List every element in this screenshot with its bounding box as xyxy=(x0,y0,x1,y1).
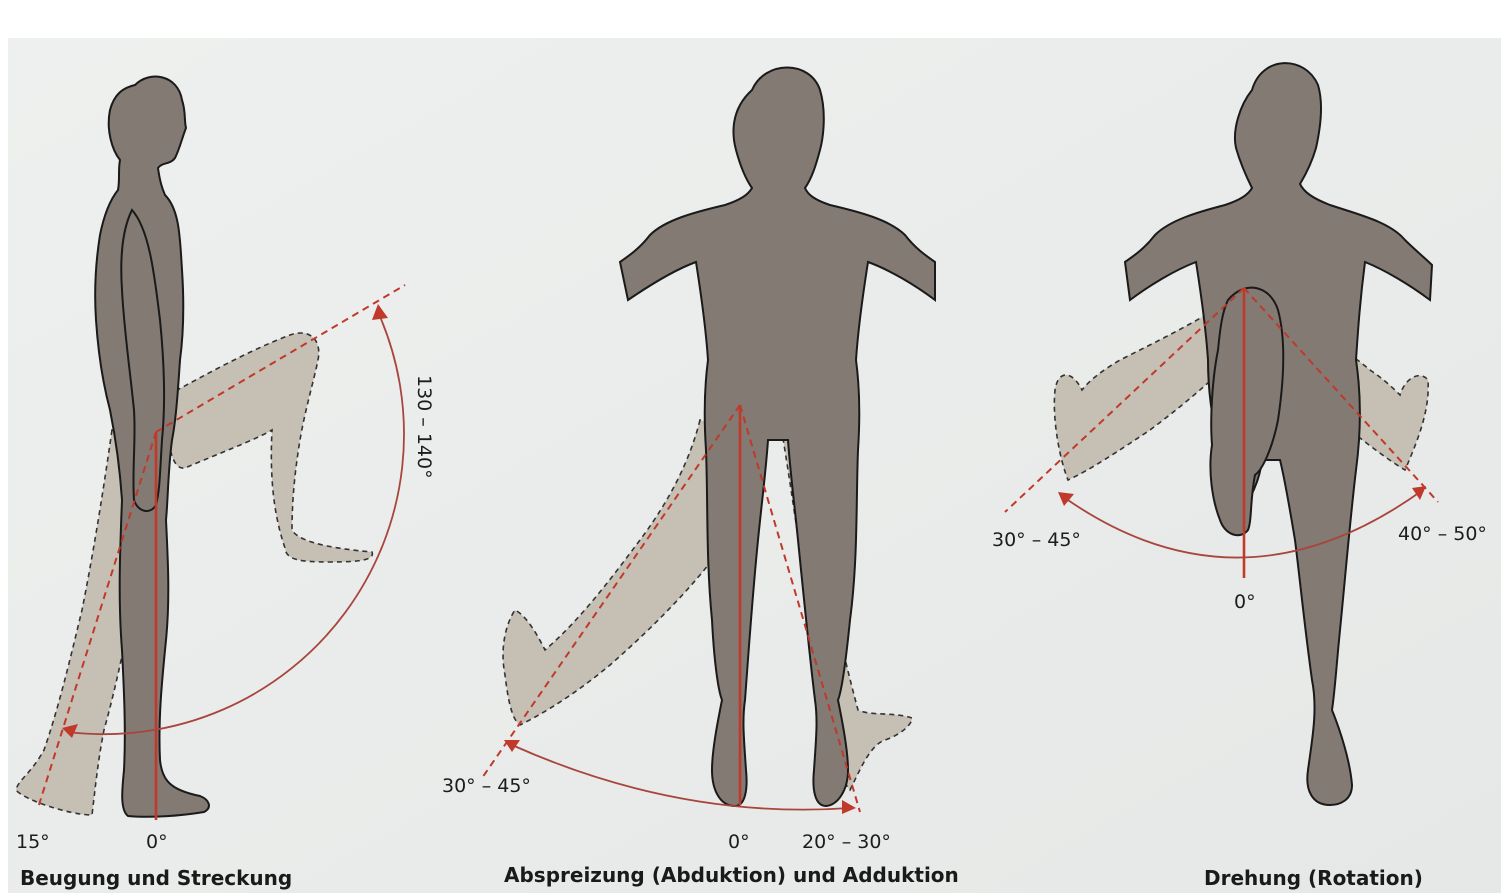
label-abduction: 30° – 45° xyxy=(442,775,531,797)
label-inward: 40° – 50° xyxy=(1398,523,1487,545)
caption: Drehung (Rotation) xyxy=(1204,866,1423,890)
caption: Abspreizung (Abduktion) und Adduktion xyxy=(504,863,959,887)
label-extension: 15° xyxy=(16,831,50,853)
label-neutral: 0° xyxy=(146,831,168,853)
label-adduction: 20° – 30° xyxy=(802,831,891,853)
label-neutral: 0° xyxy=(1234,591,1256,613)
label-flexion: 130 – 140° xyxy=(413,375,435,479)
label-outward: 30° – 45° xyxy=(992,529,1081,551)
caption: Beugung und Streckung xyxy=(20,866,292,890)
label-neutral: 0° xyxy=(728,831,750,853)
